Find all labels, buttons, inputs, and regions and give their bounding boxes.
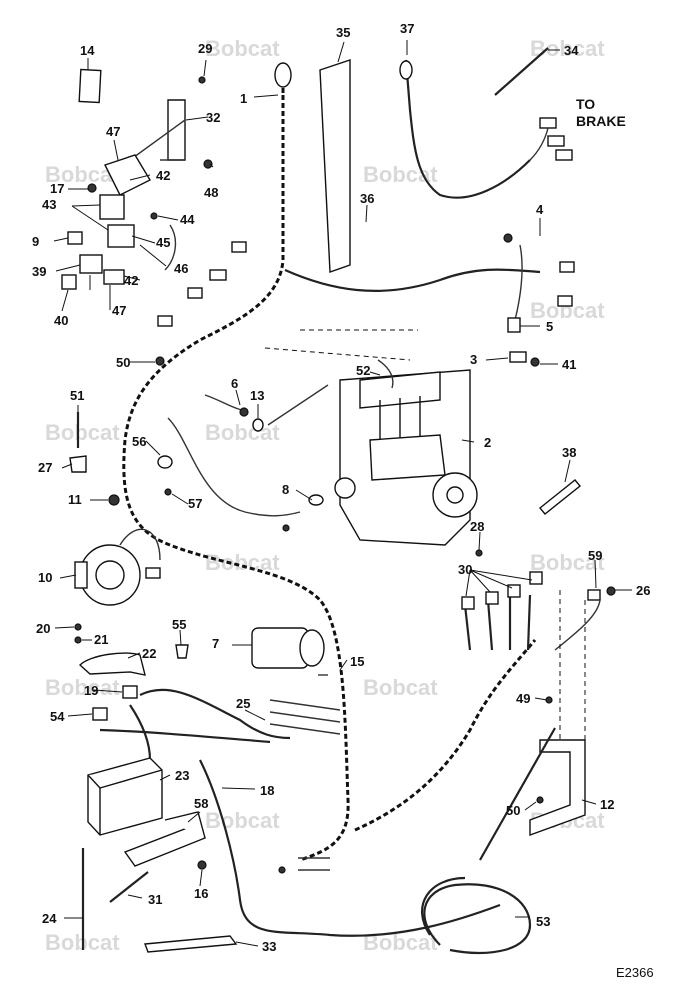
callout-number: 2 [484, 435, 491, 450]
callout-number: 1 [240, 91, 247, 106]
callout-number: 24 [42, 911, 57, 926]
callout-number: 50 [506, 803, 520, 818]
callout-number: 25 [236, 696, 250, 711]
watermark-text: Bobcat [363, 675, 438, 700]
callout-number: 55 [172, 617, 186, 632]
to-brake-note-line-1: TO [576, 96, 595, 112]
alternator-part [74, 528, 161, 606]
callout-number: 50 [116, 355, 130, 370]
drawing-code: E2366 [616, 965, 654, 980]
callout-number: 38 [562, 445, 576, 460]
callout-number: 51 [70, 388, 84, 403]
watermark-text: Bobcat [363, 930, 438, 955]
callout-number: 58 [194, 796, 208, 811]
callout-number: 7 [212, 636, 219, 651]
watermark-text: Bobcat [530, 550, 605, 575]
callout-number: 47 [106, 124, 120, 139]
callout-number: 27 [38, 460, 52, 475]
callout-number: 60 [0, 0, 14, 3]
callout-number: 43 [42, 197, 56, 212]
callout-number: 22 [142, 646, 156, 661]
callout-number: 16 [194, 886, 208, 901]
watermark-text: Bobcat [205, 808, 280, 833]
leader-lines [53, 40, 632, 947]
callout-number: 10 [38, 570, 52, 585]
callout-number: 17 [50, 181, 64, 196]
callout-number: 41 [562, 357, 576, 372]
callout-number: 9 [32, 234, 39, 249]
callout-number: 47 [112, 303, 126, 318]
callout-number: 45 [156, 235, 170, 250]
battery-part [87, 757, 163, 836]
watermark-text: Bobcat [363, 162, 438, 187]
callout-number: 20 [36, 621, 50, 636]
callout-number: 5 [546, 319, 553, 334]
callout-number: 40 [54, 313, 68, 328]
callout-number: 11 [68, 492, 82, 507]
callout-number: 44 [180, 212, 195, 227]
callout-number: 8 [282, 482, 289, 497]
panel-part [319, 59, 351, 273]
callout-number: 29 [198, 41, 212, 56]
callout-number: 52 [356, 363, 370, 378]
parts-artwork [61, 47, 616, 955]
relay-bracket-part [104, 154, 151, 196]
callout-number: 59 [588, 548, 602, 563]
callout-number: 6 [231, 376, 238, 391]
callout-number: 34 [564, 43, 579, 58]
callout-number: 14 [80, 43, 95, 58]
callout-number: 57 [188, 496, 202, 511]
callout-number: 39 [32, 264, 46, 279]
callout-number: 31 [148, 892, 162, 907]
starter-part [251, 627, 328, 676]
callout-numbers: 1234567891011121314151617181920212223242… [0, 0, 650, 954]
callout-number: 54 [50, 709, 65, 724]
callout-number: 49 [516, 691, 530, 706]
callout-number: 19 [84, 683, 98, 698]
callout-number: 3 [470, 352, 477, 367]
label-plate-part [78, 68, 102, 104]
callout-number: 42 [124, 273, 138, 288]
callout-number: 33 [262, 939, 276, 954]
callout-number: 26 [636, 583, 650, 598]
engine-block-part [334, 369, 478, 546]
callout-number: 36 [360, 191, 374, 206]
callout-number: 18 [260, 783, 274, 798]
callout-number: 48 [204, 185, 218, 200]
callout-number: 13 [250, 388, 264, 403]
watermark-text: Bobcat [205, 36, 280, 61]
callout-number: 56 [132, 434, 146, 449]
watermark-text: Bobcat [45, 420, 120, 445]
callout-number: 42 [156, 168, 170, 183]
watermark-text: Bobcat [45, 675, 120, 700]
callout-number: 21 [94, 632, 108, 647]
callout-number: 4 [536, 202, 544, 217]
callout-number: 37 [400, 21, 414, 36]
watermark-text: Bobcat [205, 550, 280, 575]
callout-number: 32 [206, 110, 220, 125]
to-brake-note-line-2: BRAKE [576, 113, 626, 129]
callout-number: 15 [350, 654, 364, 669]
callout-number: 12 [600, 797, 614, 812]
callout-number: 28 [470, 519, 484, 534]
watermark-text: Bobcat [205, 420, 280, 445]
callout-number: 35 [336, 25, 350, 40]
callout-number: 23 [175, 768, 189, 783]
callout-number: 53 [536, 914, 550, 929]
callout-number: 46 [174, 261, 188, 276]
watermark-text: Bobcat [530, 36, 605, 61]
callout-number: 30 [458, 562, 472, 577]
